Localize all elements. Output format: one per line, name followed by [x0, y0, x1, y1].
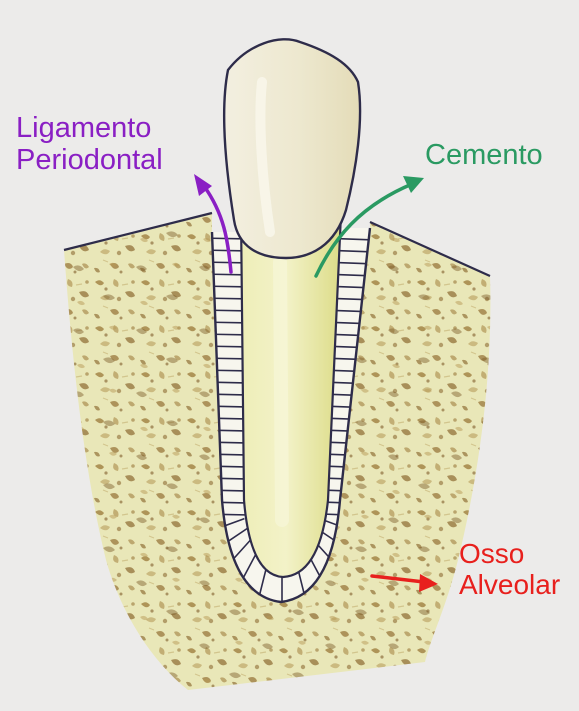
osso-label-line1: Osso — [459, 538, 560, 569]
ligamento-periodontal-label: Ligamento Periodontal — [16, 112, 163, 177]
osso-alveolar-label: Osso Alveolar — [459, 538, 560, 601]
osso-label-line2: Alveolar — [459, 569, 560, 600]
ligamento-label-line2: Periodontal — [16, 144, 163, 176]
cemento-label-text: Cemento — [425, 139, 543, 171]
tooth-crown — [224, 39, 360, 258]
ligamento-label-line1: Ligamento — [16, 112, 163, 144]
cemento-label: Cemento — [425, 139, 543, 171]
